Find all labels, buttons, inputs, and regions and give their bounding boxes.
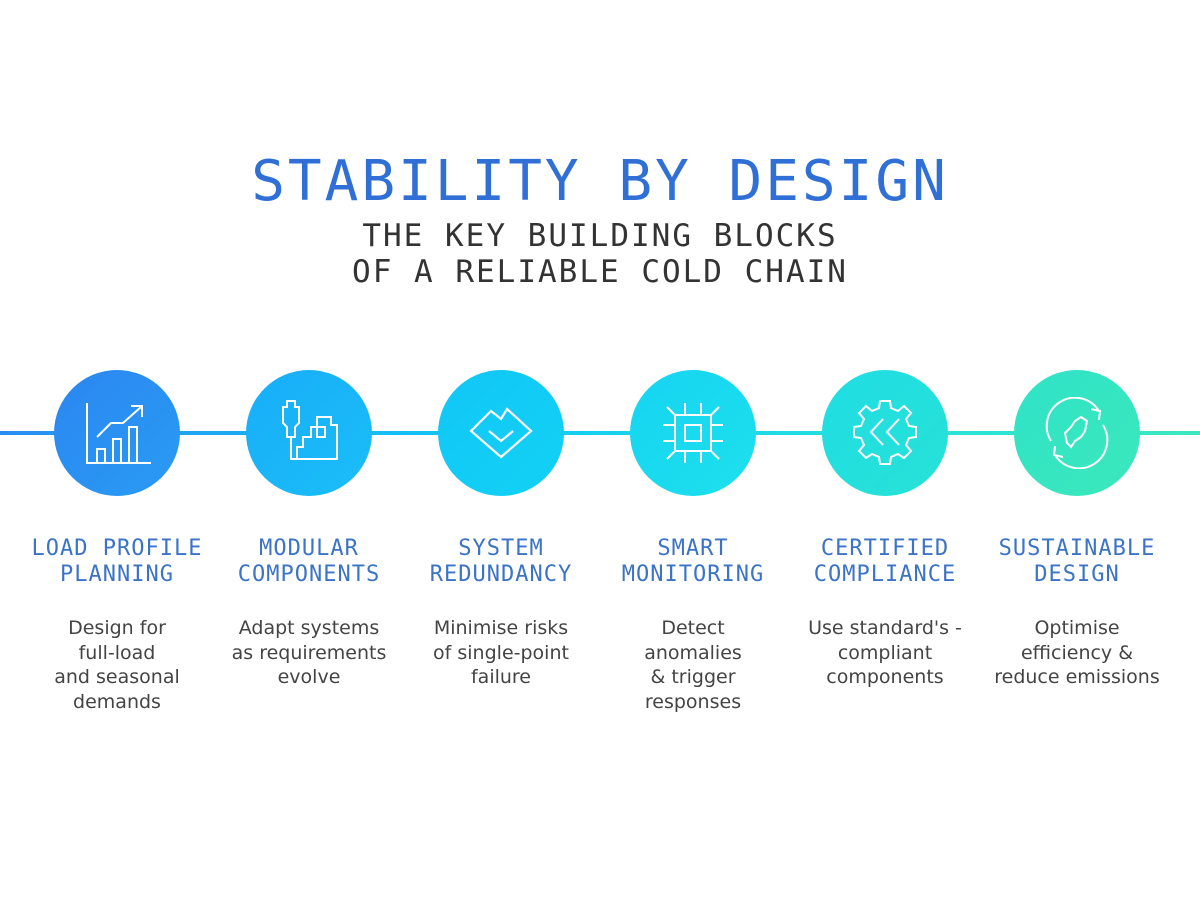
desc-line: Adapt systems: [238, 617, 380, 639]
desc-line: Minimise risks: [433, 617, 569, 639]
node-smart-monitoring: [630, 370, 756, 496]
desc-line: as requirements: [231, 641, 387, 664]
modular-blocks-icon: [282, 400, 338, 460]
label-modular-components: MODULAR COMPONENTS: [209, 536, 409, 588]
desc-line: components: [826, 666, 944, 688]
desc-line: of single-point: [433, 641, 569, 664]
desc-line: reduce emissions: [994, 666, 1160, 688]
desc-line: demands: [73, 690, 161, 713]
desc-line: & trigger: [650, 666, 736, 688]
gear-chevrons-icon: [853, 400, 917, 465]
label-line: PLANNING: [60, 562, 174, 587]
desc-line: compliant: [837, 641, 933, 664]
label-line: SYSTEM: [458, 536, 544, 561]
shield-check-icon: [469, 407, 533, 459]
desc-line: Detect: [661, 617, 725, 639]
label-system-redundancy: SYSTEM REDUNDANCY: [401, 536, 601, 588]
desc-line: anomalies: [644, 641, 742, 664]
chip-icon: [663, 403, 723, 463]
page-title: STABILITY BY DESIGN: [251, 149, 949, 214]
label-line: MODULAR: [259, 536, 359, 561]
label-load-profile-planning: LOAD PROFILE PLANNING: [17, 536, 217, 588]
desc-line: full-load: [78, 641, 156, 664]
desc-line: efficiency &: [1020, 641, 1134, 664]
recycle-cycle-icon: [1045, 397, 1109, 469]
label-line: DESIGN: [1034, 562, 1120, 587]
desc-line: responses: [644, 690, 742, 713]
connector-line: [0, 431, 1200, 435]
label-line: REDUNDANCY: [429, 562, 573, 587]
desc-line: evolve: [277, 666, 341, 688]
desc-line: failure: [470, 666, 531, 688]
label-line: SUSTAINABLE: [998, 536, 1156, 561]
desc-line: and seasonal: [54, 666, 180, 688]
desc-modular-components: Adapt systems as requirements evolve: [209, 616, 409, 690]
desc-line: Design for: [68, 617, 166, 639]
node-load-profile-planning: [54, 370, 180, 496]
label-line: LOAD PROFILE: [31, 536, 203, 561]
label-smart-monitoring: SMART MONITORING: [593, 536, 793, 588]
subtitle-line-2: OF A RELIABLE COLD CHAIN: [352, 254, 848, 290]
node-sustainable-design: [1014, 370, 1140, 496]
label-line: MONITORING: [621, 562, 765, 587]
node-system-redundancy: [438, 370, 564, 496]
desc-certified-compliance: Use standard's - compliant components: [785, 616, 985, 690]
label-certified-compliance: CERTIFIED COMPLIANCE: [785, 536, 985, 588]
label-sustainable-design: SUSTAINABLE DESIGN: [977, 536, 1177, 588]
subtitle-line-1: THE KEY BUILDING BLOCKS: [362, 218, 838, 254]
growth-chart-icon: [86, 403, 151, 464]
label-line: SMART: [657, 536, 729, 561]
node-certified-compliance: [822, 370, 948, 496]
label-line: COMPLIANCE: [813, 562, 957, 587]
desc-smart-monitoring: Detect anomalies & trigger responses: [593, 616, 793, 714]
desc-load-profile-planning: Design for full-load and seasonal demand…: [17, 616, 217, 714]
label-line: CERTIFIED: [820, 536, 950, 561]
label-line: COMPONENTS: [237, 562, 381, 587]
node-modular-components: [246, 370, 372, 496]
desc-line: Use standard's -: [808, 617, 962, 639]
desc-system-redundancy: Minimise risks of single-point failure: [401, 616, 601, 690]
page-subtitle: THE KEY BUILDING BLOCKS OF A RELIABLE CO…: [0, 218, 1200, 290]
desc-line: Optimise: [1034, 617, 1120, 639]
desc-sustainable-design: Optimise efficiency & reduce emissions: [977, 616, 1177, 690]
